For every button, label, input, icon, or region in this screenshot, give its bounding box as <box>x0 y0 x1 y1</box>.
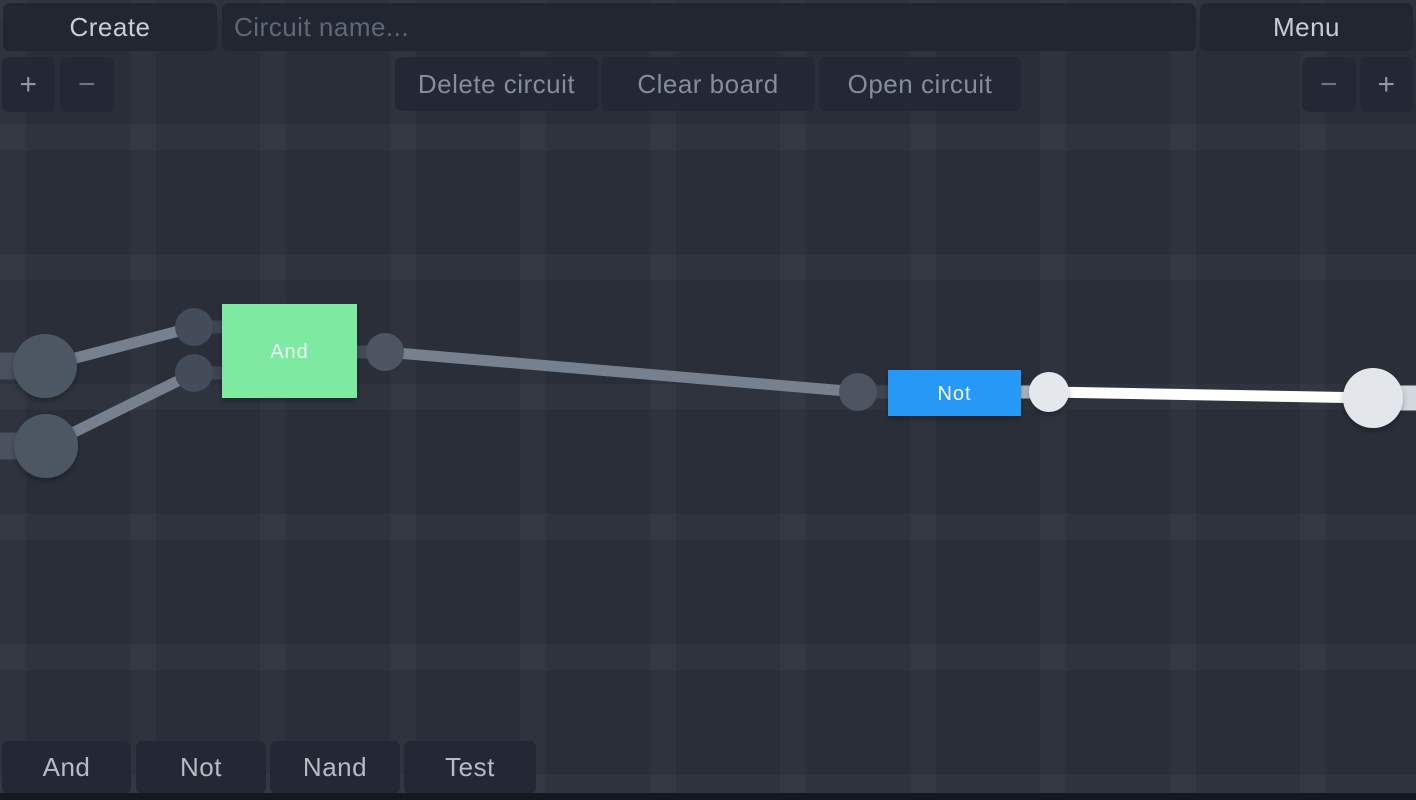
zoom-in-right-button[interactable]: + <box>1360 57 1413 112</box>
and-output-node[interactable] <box>366 333 404 371</box>
output-pin[interactable] <box>1343 368 1403 428</box>
wire-not-to-output[interactable] <box>1048 386 1374 404</box>
circuit-name-input[interactable] <box>222 3 1196 51</box>
wire-and-to-not[interactable] <box>384 346 859 398</box>
gate-and[interactable] <box>222 304 357 398</box>
delete-circuit-button[interactable]: Delete circuit <box>395 57 598 111</box>
palette-item-test[interactable]: Test <box>404 741 536 794</box>
clear-board-button[interactable]: Clear board <box>601 57 815 111</box>
zoom-out-right-button[interactable]: − <box>1302 57 1356 112</box>
zoom-in-left-button[interactable]: + <box>2 57 55 112</box>
gate-and-label: And <box>270 341 309 363</box>
and-input-node-2[interactable] <box>175 354 213 392</box>
and-input-node-1[interactable] <box>175 308 213 346</box>
open-circuit-button[interactable]: Open circuit <box>819 57 1021 111</box>
not-input-node[interactable] <box>839 373 877 411</box>
gate-not[interactable] <box>888 370 1021 416</box>
palette-item-nand[interactable]: Nand <box>270 741 400 794</box>
palette-item-not[interactable]: Not <box>136 741 266 794</box>
wires-layer <box>0 320 1416 460</box>
input-switch-b[interactable] <box>14 414 78 478</box>
gate-not-label: Not <box>937 383 971 405</box>
create-button[interactable]: Create <box>3 3 217 51</box>
menu-button[interactable]: Menu <box>1200 3 1413 51</box>
input-switch-a[interactable] <box>13 334 77 398</box>
palette-item-and[interactable]: And <box>2 741 131 794</box>
nodes-layer <box>13 308 1403 478</box>
not-output-node[interactable] <box>1029 372 1069 412</box>
zoom-out-left-button[interactable]: − <box>60 57 114 112</box>
bottom-strip <box>0 793 1416 800</box>
